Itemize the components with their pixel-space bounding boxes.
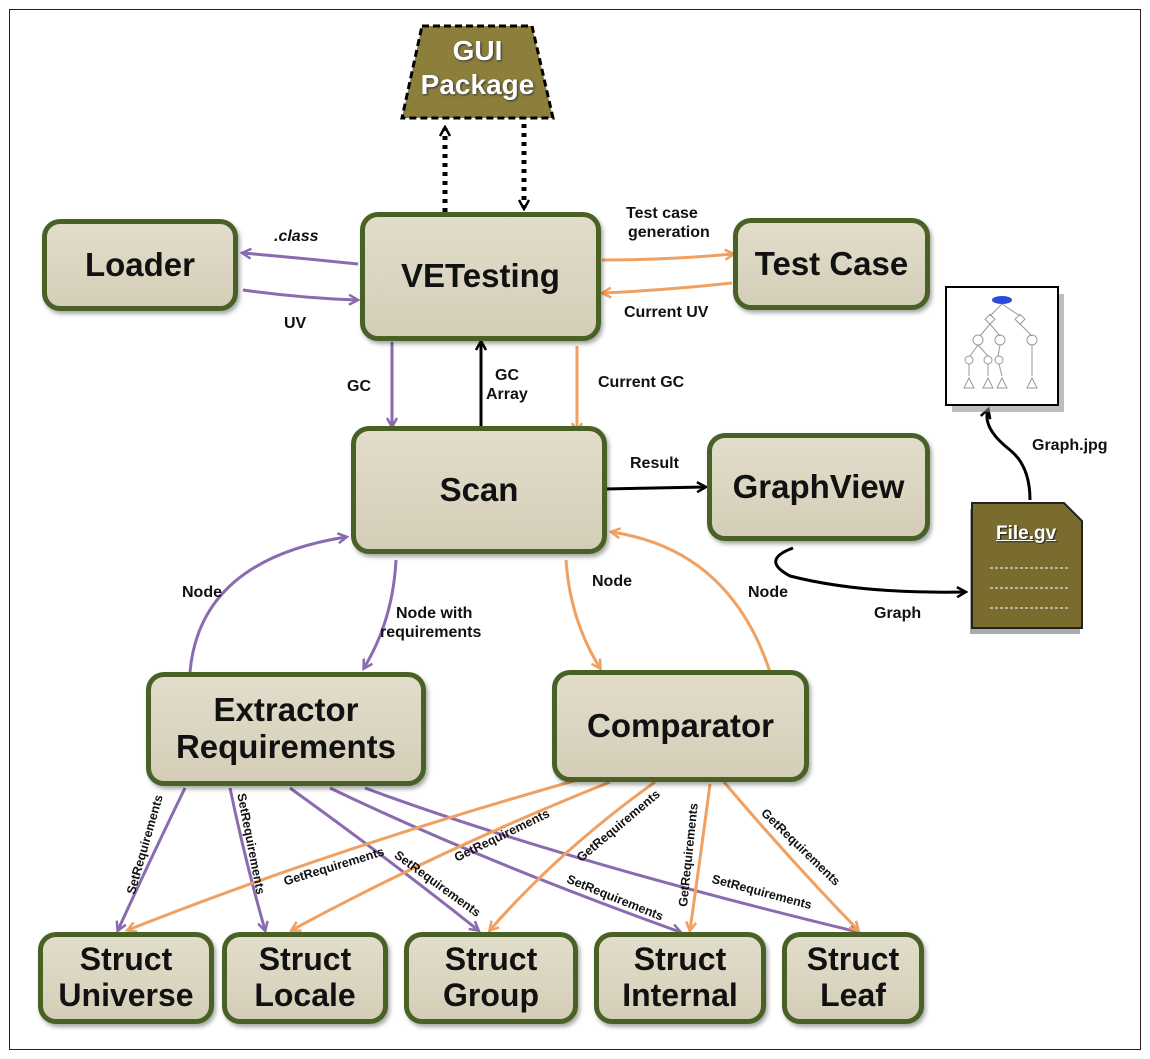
vetesting-box: VETesting bbox=[360, 212, 601, 341]
scan-label: Scan bbox=[439, 470, 519, 508]
extractor-label-line2: Requirements bbox=[175, 728, 397, 765]
get-req-universe-arrow bbox=[128, 778, 578, 930]
struct-locale-line1: Struct bbox=[258, 941, 352, 978]
extractor-requirements-box: Extractor Requirements bbox=[146, 672, 426, 786]
test-case-generation-arrow bbox=[601, 254, 733, 262]
comparator-label: Comparator bbox=[586, 706, 775, 744]
struct-group-line2: Group bbox=[443, 977, 539, 1013]
test-case-generation-line1: Test case bbox=[626, 205, 698, 222]
graph-arrow bbox=[774, 546, 965, 592]
uv-arrow bbox=[242, 288, 357, 300]
gc-array-line2: Array bbox=[486, 386, 528, 404]
extractor-label-line1: Extractor bbox=[213, 691, 359, 729]
gc-label: GC bbox=[347, 378, 371, 395]
struct-internal-line2: Internal bbox=[622, 977, 738, 1013]
struct-universe-box: Struct Universe bbox=[38, 932, 214, 1024]
node-with-requirements-line1: Node with bbox=[396, 605, 473, 622]
get-req-internal-arrow bbox=[690, 783, 712, 930]
class-label: .class bbox=[274, 228, 319, 245]
graph-jpg-label: Graph.jpg bbox=[1032, 437, 1108, 454]
node-with-requirements-line2: requirements bbox=[380, 624, 482, 642]
node-left-arrow bbox=[188, 537, 346, 673]
loader-box: Loader bbox=[42, 219, 238, 311]
test-case-generation-label: Test case generation bbox=[614, 204, 710, 242]
vetesting-label: VETesting bbox=[401, 257, 560, 295]
node-mid-label: Node bbox=[592, 573, 632, 590]
struct-group-box: Struct Group bbox=[404, 932, 578, 1024]
node-with-requirements-label: Node with requirements bbox=[380, 604, 481, 642]
set-req-leaf-arrow bbox=[364, 786, 858, 932]
struct-leaf-box: Struct Leaf bbox=[782, 932, 924, 1024]
node-left-label: Node bbox=[182, 584, 222, 601]
set-req-universe-arrow bbox=[118, 787, 187, 930]
graph-jpg-thumbnail bbox=[945, 286, 1064, 412]
graphview-box: GraphView bbox=[707, 433, 930, 541]
uv-label: UV bbox=[284, 315, 307, 332]
struct-leaf-line2: Leaf bbox=[820, 977, 886, 1013]
graphview-label: GraphView bbox=[732, 467, 905, 505]
struct-universe-line2: Universe bbox=[58, 977, 194, 1013]
comparator-box: Comparator bbox=[552, 670, 809, 782]
scan-box: Scan bbox=[351, 426, 607, 554]
graph-label: Graph bbox=[874, 605, 922, 622]
test-case-box: Test Case bbox=[733, 218, 930, 310]
class-arrow bbox=[243, 253, 359, 266]
struct-locale-line2: Locale bbox=[254, 977, 356, 1013]
node-with-requirements-arrow bbox=[364, 559, 398, 668]
get-req-locale-arrow bbox=[292, 780, 611, 930]
gui-package-line1: GUI bbox=[452, 35, 503, 66]
struct-locale-box: Struct Locale bbox=[222, 932, 388, 1024]
gui-package-label: GUI Package bbox=[402, 34, 553, 101]
result-label: Result bbox=[630, 455, 679, 472]
file-gv-title: File.gv bbox=[996, 523, 1057, 544]
test-case-generation-line2: generation bbox=[628, 224, 710, 242]
result-arrow bbox=[603, 487, 705, 489]
gc-array-label: GC Array bbox=[486, 366, 528, 404]
loader-label: Loader bbox=[84, 245, 196, 283]
get-req-leaf-arrow bbox=[722, 781, 858, 930]
test-case-label: Test Case bbox=[754, 244, 909, 282]
node-right-label: Node bbox=[748, 584, 788, 601]
node-right-arrow bbox=[612, 532, 772, 673]
set-req-group-arrow bbox=[289, 786, 478, 930]
struct-internal-line1: Struct bbox=[633, 941, 727, 978]
struct-group-line1: Struct bbox=[444, 941, 538, 978]
current-uv-label: Current UV bbox=[624, 304, 709, 321]
get-req-group-arrow bbox=[490, 780, 656, 930]
struct-leaf-line1: Struct bbox=[806, 941, 900, 978]
gui-package-shape bbox=[400, 24, 555, 120]
set-req-internal-arrow bbox=[329, 786, 680, 932]
struct-internal-box: Struct Internal bbox=[594, 932, 766, 1024]
gc-array-line1: GC bbox=[495, 367, 519, 384]
file-gv-document bbox=[970, 502, 1083, 634]
node-mid-arrow bbox=[564, 559, 600, 668]
graph-jpg-arrow bbox=[987, 410, 1032, 501]
set-req-locale-arrow bbox=[228, 787, 265, 930]
struct-universe-line1: Struct bbox=[79, 941, 173, 978]
current-uv-arrow bbox=[603, 281, 733, 293]
gui-package-line2: Package bbox=[420, 68, 535, 100]
current-gc-label: Current GC bbox=[598, 374, 685, 391]
